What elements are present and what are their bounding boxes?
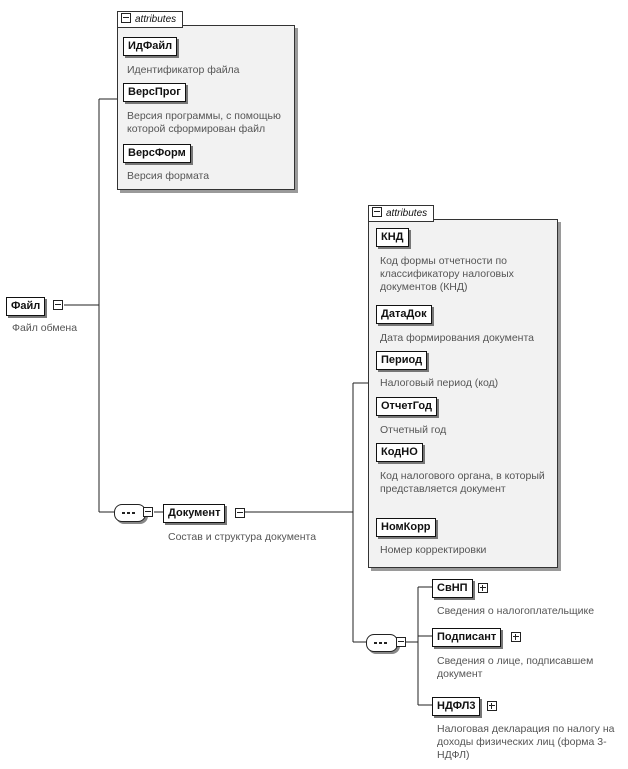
attribute-label: Период [381,354,423,366]
attribute-label: ИдФайл [128,40,173,52]
attribute-idfail[interactable]: ИдФайл [123,37,178,56]
document-attributes-header[interactable]: attributes [368,205,435,222]
document-node[interactable]: Документ [163,504,226,523]
attribute-desc: Идентификатор файла [127,64,240,76]
attribute-label: ДатаДок [381,308,427,320]
attribute-period[interactable]: Период [376,351,428,370]
document-node-desc: Состав и структура документа [168,531,317,543]
collapse-icon[interactable] [396,637,406,647]
expand-icon[interactable] [478,583,488,593]
attribute-versprog[interactable]: ВерсПрог [123,83,186,102]
attribute-desc: Версия программы, с помощью которой сфор… [127,110,281,135]
attribute-label: КНД [381,231,404,243]
child-label: НДФЛ3 [437,700,476,712]
collapse-icon[interactable] [372,207,382,217]
attribute-desc: Код формы отчетности по классификатору н… [380,255,514,293]
attribute-desc: Отчетный год [380,424,447,436]
attribute-desc: Версия формата [127,170,210,182]
child-svnp[interactable]: СвНП [432,579,473,598]
expand-icon[interactable] [487,701,497,711]
child-desc: Сведения о налогоплательщике [437,605,595,617]
attribute-label: ВерсФорм [128,147,186,159]
root-node-fail[interactable]: Файл [6,297,46,316]
collapse-icon[interactable] [121,13,131,23]
attribute-label: ВерсПрог [128,86,181,98]
collapse-icon[interactable] [53,300,63,310]
child-desc: Сведения о лице, подписавшем документ [437,655,594,680]
attribute-datadok[interactable]: ДатаДок [376,305,432,324]
attribute-label: ОтчетГод [381,400,432,412]
attribute-desc: Номер корректировки [380,544,487,556]
attribute-kodno[interactable]: КодНО [376,443,423,462]
attribute-nomkorr[interactable]: НомКорр [376,518,436,537]
child-ndfl3[interactable]: НДФЛ3 [432,697,481,716]
sequence-compositor[interactable] [366,634,398,652]
document-attributes-box [368,219,558,568]
attribute-versform[interactable]: ВерсФорм [123,144,191,163]
collapse-icon[interactable] [143,507,153,517]
expand-icon[interactable] [511,632,521,642]
attributes-label: attributes [386,208,428,219]
child-label: Подписант [437,631,497,643]
attributes-label: attributes [135,14,177,25]
document-node-label: Документ [168,507,221,519]
attribute-desc: Налоговый период (код) [380,377,499,389]
attribute-knd[interactable]: КНД [376,228,409,247]
child-label: СвНП [437,582,468,594]
root-node-desc: Файл обмена [12,322,78,334]
attribute-label: КодНО [381,446,418,458]
attribute-desc: Код налогового органа, в который предста… [380,470,545,495]
sequence-compositor[interactable] [114,504,146,522]
attribute-desc: Дата формирования документа [380,332,535,344]
root-node-label: Файл [11,300,41,312]
child-desc: Налоговая декларация по налогу на доходы… [437,723,615,761]
root-attributes-header[interactable]: attributes [117,11,184,28]
attribute-label: НомКорр [381,521,431,533]
collapse-icon[interactable] [235,508,245,518]
attribute-otchetgod[interactable]: ОтчетГод [376,397,437,416]
child-podpisant[interactable]: Подписант [432,628,502,647]
